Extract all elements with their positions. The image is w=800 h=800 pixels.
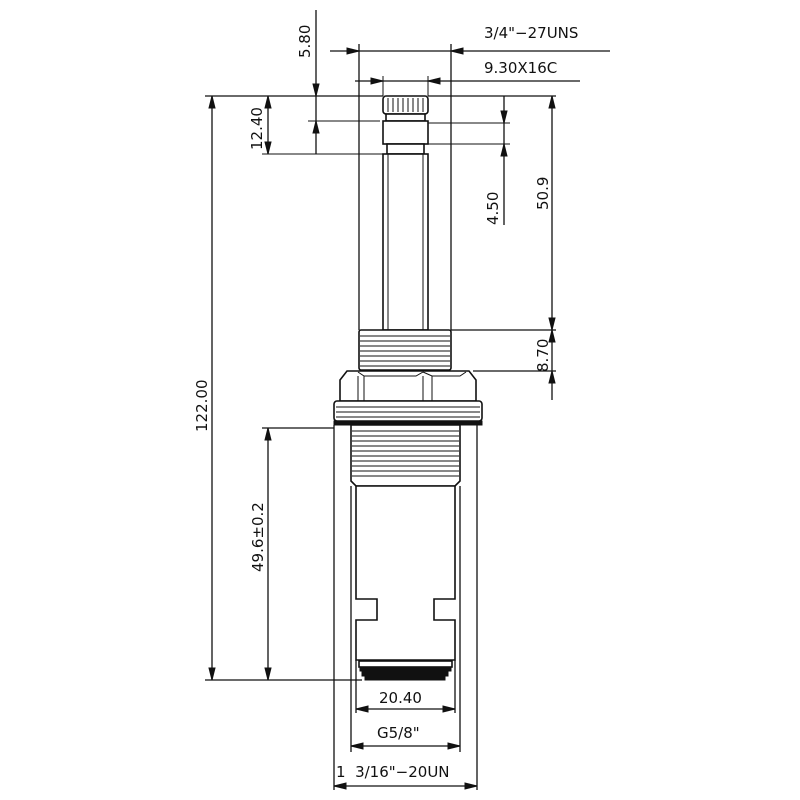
- label-overall-length: 122.00: [193, 380, 211, 433]
- label-groove: 4.50: [484, 192, 502, 225]
- dim-stem-top: 12.40: [248, 95, 383, 155]
- label-spline: 9.30X16C: [484, 59, 557, 77]
- spline-head: [382, 95, 429, 155]
- dim-body-length: 49.6±0.2: [249, 427, 334, 681]
- dim-overall-length: 122.00: [193, 95, 362, 681]
- body-thread: [350, 424, 461, 487]
- upper-thread: [358, 329, 452, 371]
- hex-nut: [339, 370, 477, 402]
- label-upper-thread: 8.70: [534, 339, 552, 372]
- dim-groove: 4.50: [428, 96, 510, 225]
- cartridge-part: [333, 95, 483, 700]
- label-top-thread: 3/4"−27UNS: [484, 24, 578, 42]
- dim-upper-thread: 8.70: [473, 329, 556, 400]
- label-stem-top: 12.40: [248, 107, 266, 150]
- dim-seal-diameter: 20.40: [355, 689, 456, 713]
- seal: [358, 660, 453, 681]
- flange: [333, 400, 483, 426]
- dim-stem-length: 50.9: [451, 95, 556, 331]
- dim-spline-height: 5.80: [296, 10, 380, 154]
- dim-top-thread: 3/4"−27UNS: [330, 24, 610, 330]
- stem: [382, 153, 429, 331]
- label-bottom-thread: G5/8": [377, 724, 420, 742]
- label-body-length: 49.6±0.2: [249, 502, 267, 572]
- label-body-thread: 1 3/16"−20UN: [336, 763, 450, 781]
- label-seal-diameter: 20.40: [379, 689, 422, 707]
- dim-body-thread: 1 3/16"−20UN: [333, 763, 478, 790]
- label-spline-height: 5.80: [296, 25, 314, 58]
- dim-spline: 9.30X16C: [355, 59, 580, 96]
- dim-bottom-thread: G5/8": [350, 724, 461, 750]
- label-stem-length: 50.9: [534, 177, 552, 210]
